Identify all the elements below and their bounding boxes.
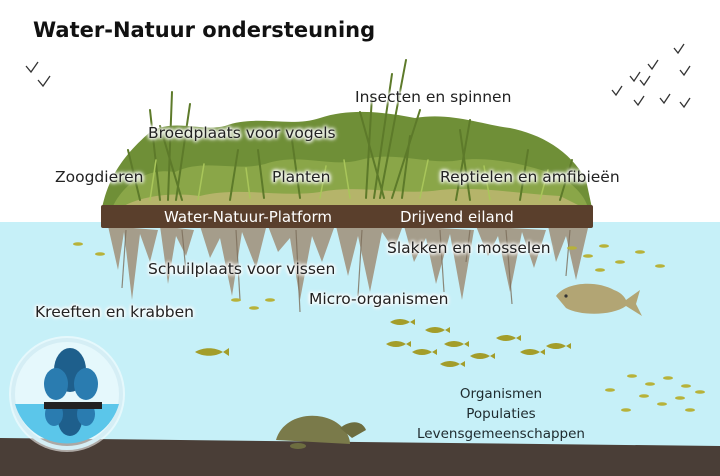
- label-micro-organisms: Micro-organismen: [309, 290, 449, 308]
- level-populations: Populaties: [466, 406, 536, 422]
- island-label: Drijvend eiland: [400, 208, 514, 226]
- label-plants: Planten: [272, 168, 331, 186]
- diagram-title: Water-Natuur ondersteuning: [33, 18, 376, 42]
- label-insects: Insecten en spinnen: [355, 88, 512, 106]
- label-crayfish: Kreeften en krabben: [35, 303, 194, 321]
- root-strands: [121, 229, 571, 313]
- level-communities: Levensgemeenschappen: [417, 426, 585, 442]
- label-mammals: Zoogdieren: [55, 168, 144, 186]
- bird-flock-right: [611, 43, 691, 109]
- fish-school-small: [195, 319, 571, 367]
- floating-island-icon: [9, 336, 125, 452]
- ecology-levels: Organismen Populaties Levensgemeenschapp…: [408, 384, 594, 444]
- reeds-and-grass: [127, 59, 573, 201]
- level-organisms: Organismen: [459, 386, 543, 402]
- platform-bar: [101, 205, 593, 228]
- grass-highlights: [149, 159, 549, 201]
- label-birds: Broedplaats voor vogels: [148, 124, 336, 142]
- island-roots: [108, 226, 588, 300]
- label-fish-shelter: Schuilplaats voor vissen: [148, 260, 336, 278]
- bird-flock-left: [25, 61, 51, 88]
- carp-fish: [556, 283, 642, 316]
- label-snails: Slakken en mosselen: [387, 239, 551, 257]
- fish-school-tiny: [73, 242, 705, 412]
- label-reptiles: Reptielen en amfibieën: [440, 168, 620, 186]
- turtle: [276, 415, 366, 449]
- lake-bottom: [0, 438, 720, 476]
- platform-label: Water-Natuur-Platform: [164, 208, 332, 226]
